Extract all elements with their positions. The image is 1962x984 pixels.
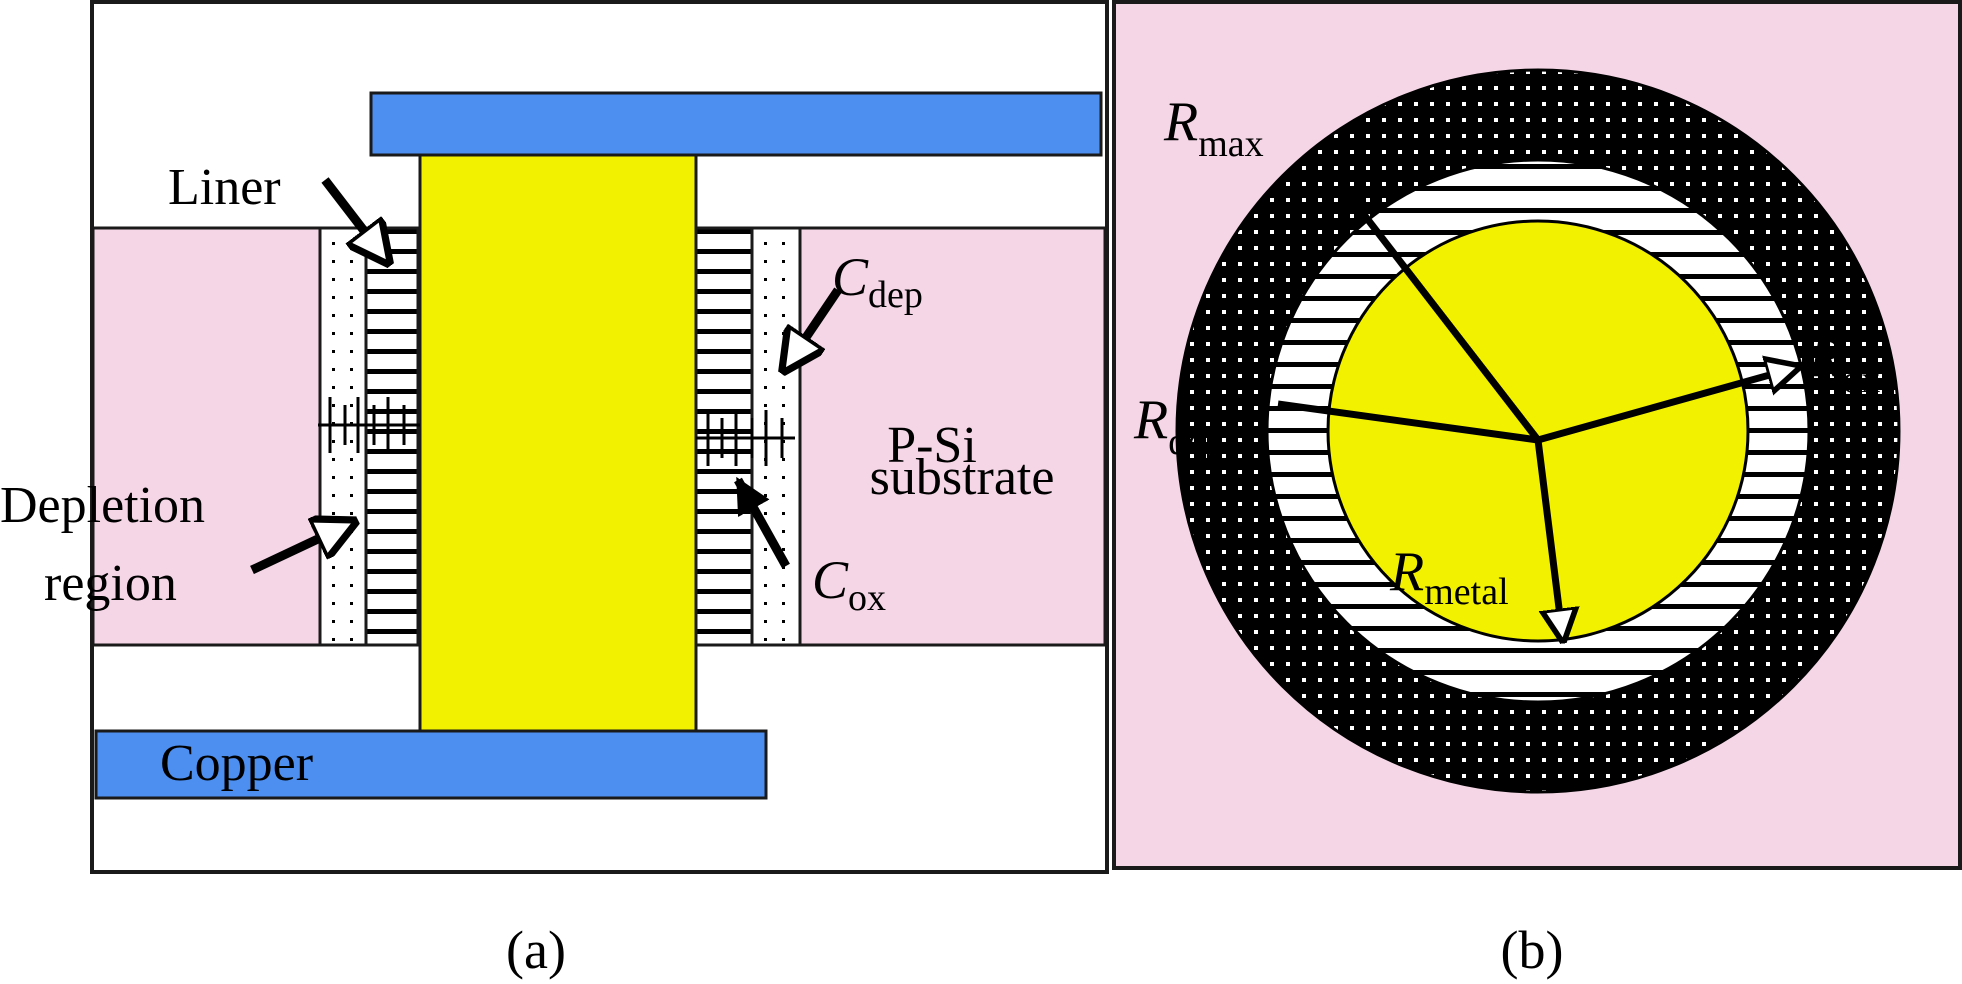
r-max-label: Rmax bbox=[1163, 91, 1264, 165]
metal-core bbox=[1326, 219, 1750, 643]
panel-a: Liner Cdep P-Si substrate Depletion regi… bbox=[0, 0, 1109, 980]
r-metal-radius bbox=[1534, 439, 1563, 640]
metal-via bbox=[418, 153, 698, 733]
p-si-label: P-Si bbox=[887, 417, 977, 474]
capacitor-symbol-right bbox=[696, 410, 795, 466]
copper-bottom bbox=[94, 729, 768, 800]
liner-arrow bbox=[321, 177, 388, 262]
r-ox-label: Rox bbox=[1807, 327, 1880, 401]
c-dep-label: Cdep bbox=[832, 247, 923, 316]
r-ox-radius bbox=[1537, 367, 1798, 444]
r-dep-label: Rdep bbox=[1133, 389, 1223, 463]
copper-label: Copper bbox=[160, 735, 313, 792]
liner-label: Liner bbox=[168, 159, 281, 216]
r-metal-label: Rmetal bbox=[1389, 541, 1509, 613]
capacitor-symbol-left bbox=[318, 397, 420, 453]
substrate-label: substrate bbox=[870, 449, 1055, 506]
depletion-label-line2: region bbox=[44, 555, 177, 612]
panel-a-caption: (a) bbox=[506, 920, 566, 980]
depletion-arrow bbox=[250, 522, 354, 575]
panel-b: Rmax Rdep Rox Rmetal (b) bbox=[1112, 0, 1962, 980]
c-dep-arrow bbox=[784, 287, 842, 370]
c-ox-label: Cox bbox=[812, 550, 886, 619]
r-dep-radius bbox=[1277, 400, 1539, 444]
depletion-label-line1: Depletion bbox=[0, 477, 205, 534]
panel-b-caption: (b) bbox=[1501, 920, 1564, 980]
copper-top bbox=[369, 91, 1103, 157]
r-max-radius bbox=[1342, 187, 1541, 443]
c-ox-arrow bbox=[734, 476, 790, 569]
